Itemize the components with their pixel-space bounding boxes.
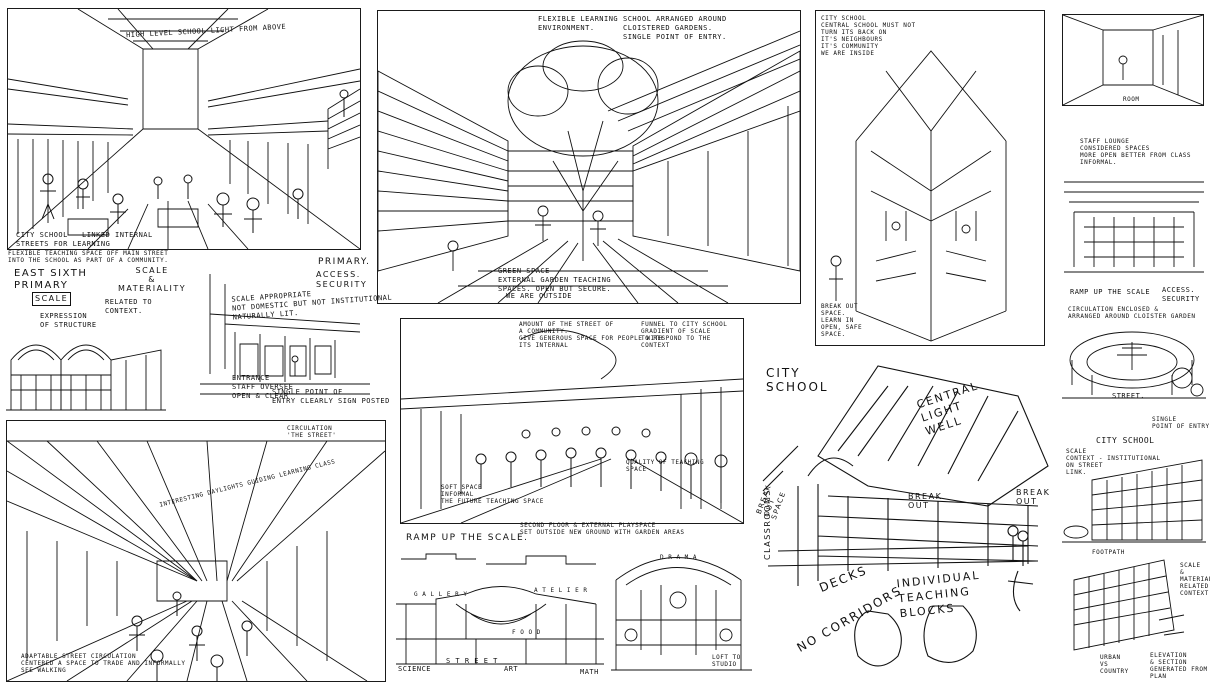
elevation-urban: URBAN Vs COUNTRY <box>1100 654 1129 675</box>
elevation-section: ELEVATION & SECTION GENERATED FROM PLAN <box>1150 652 1208 680</box>
staff-room-note-mid: STAFF LOUNGE CONSIDERED SPACES MORE OPEN… <box>1080 138 1192 166</box>
staff-lounge-drawing <box>1064 172 1204 282</box>
city-school-break-b: BREAK OUT <box>1016 488 1051 506</box>
sections-room-b: A T E L I E R <box>534 587 588 594</box>
social-hall-caption-bottom: SECOND FLOOR & EXTERNAL PLAYSPACE SET OU… <box>520 522 685 536</box>
east-sixth-context-label: RELATED TO CONTEXT. <box>105 298 153 315</box>
east-sixth-title: EAST SIXTH PRIMARY <box>14 268 88 291</box>
circulation-street-sketch-panel: CIRCULATION 'THE STREET' INTERESTING DAY… <box>6 420 386 682</box>
drama-section-sketch <box>606 540 752 680</box>
social-hall-note-mid: SOFT SPACE INFORMAL THE FUTURE TEACHING … <box>441 484 544 505</box>
sections-strip-sketch <box>396 544 604 680</box>
elevation-street-sketch <box>1062 450 1206 550</box>
atrium-sketch-panel: HIGH LEVEL SCHOOL LIGHT FROM ABOVE CITY … <box>7 8 361 250</box>
elevation-street-drawing <box>1062 450 1206 550</box>
cloister-ramp-label: RAMP UP THE SCALE <box>1070 288 1151 296</box>
east-sixth-primary-label: PRIMARY. <box>318 257 371 267</box>
circulation-caption-bottom: ADAPTABLE STREET CIRCULATION CENTERED A … <box>21 653 186 674</box>
sections-art: ART <box>504 665 519 673</box>
drama-section-drawing <box>606 540 752 680</box>
courtyard-note-middle: GREEN SPACE EXTERNAL GARDEN TEACHING SPA… <box>498 267 612 293</box>
cloister-street-label: STREET. <box>1112 392 1146 400</box>
east-sixth-arch-sketch <box>6 320 166 412</box>
light-well-drawing <box>816 11 1044 345</box>
sections-room-a: G A L L E R Y <box>414 591 468 598</box>
cloister-access-label: ACCESS. SECURITY <box>1162 286 1200 303</box>
courtyard-note-bottom: WE ARE OUTSIDE <box>506 292 573 300</box>
staff-lounge-sketch <box>1064 172 1204 282</box>
sections-loft: LOFT TO STUDIO <box>712 654 741 668</box>
courtyard-drawing <box>378 11 800 303</box>
east-sixth-entrance-drawing <box>200 264 370 414</box>
city-school-drawing <box>758 356 1058 682</box>
elevation-footpath: FOOTPATH <box>1092 549 1125 556</box>
light-well-note-top: CITY SCHOOL CENTRAL SCHOOL MUST NOT TURN… <box>821 15 916 50</box>
staff-room-sketch-panel: ROOM <box>1062 14 1204 106</box>
elevation-scale-b: SCALE & MATERIALITY RELATED TO CONTEXT <box>1180 562 1210 597</box>
courtyard-note-top-b: SCHOOL ARRANGED AROUND CLOISTERED GARDEN… <box>623 15 727 41</box>
east-sixth-expression-label: EXPRESSION OF STRUCTURE <box>40 312 97 329</box>
staff-room-note-top: ROOM <box>1123 96 1140 103</box>
city-school-break-a: BREAK OUT <box>908 492 943 510</box>
light-well-note-bottom: BREAK OUT SPACE. LEARN IN OPEN, SAFE SPA… <box>821 303 863 338</box>
east-sixth-access-label: ACCESS. SECURITY <box>316 270 368 289</box>
social-hall-note-top-a: AMOUNT OF THE STREET OF A COMMUNITY. GIV… <box>519 321 663 349</box>
sections-street: S T R E E T <box>446 657 498 665</box>
sections-ramp-label: RAMP UP THE SCALE. <box>406 533 529 543</box>
elevation-title: CITY SCHOOL <box>1096 436 1155 445</box>
staff-room-drawing <box>1063 15 1203 105</box>
social-hall-note-right: QUALITY OF TEACHING SPACE <box>626 459 705 473</box>
city-school-sketch <box>758 356 1058 682</box>
circulation-street-drawing <box>7 421 385 681</box>
cloister-garden-drawing <box>1062 320 1206 410</box>
east-sixth-entrance-sketch <box>200 264 370 414</box>
cloister-garden-sketch <box>1062 320 1206 410</box>
light-well-sketch-panel: CITY SCHOOL CENTRAL SCHOOL MUST NOT TURN… <box>815 10 1045 346</box>
social-hall-drawing <box>401 319 743 523</box>
sections-food: F O O D <box>512 629 541 636</box>
elevation-scale: SCALE CONTEXT - INSTITUTIONAL ON STREET … <box>1066 448 1161 476</box>
east-sixth-entrance-label: ENTRANCE STAFF OVERSEE OPEN & CLEAR <box>232 374 294 400</box>
atrium-caption-below: FLEXIBLE TEACHING SPACE OFF MAIN STREET … <box>8 250 169 264</box>
east-sixth-scale-label: SCALE & MATERIALITY <box>118 266 187 293</box>
elevation-urban-drawing <box>1074 560 1184 656</box>
sections-drama: D R A M A <box>660 554 698 561</box>
east-sixth-boxed: SCALE <box>32 292 72 306</box>
social-hall-note-top-b: FUNNEL TO CITY SCHOOL GRADIENT OF SCALE … <box>641 321 728 349</box>
sections-strip-drawing <box>396 544 604 680</box>
courtyard-note-top-a: FLEXIBLE LEARNING ENVIRONMENT. <box>538 15 619 32</box>
elevation-urban-sketch <box>1074 560 1184 656</box>
light-well-note-small: WE ARE INSIDE <box>821 50 875 57</box>
courtyard-sketch-panel: FLEXIBLE LEARNING ENVIRONMENT. SCHOOL AR… <box>377 10 801 304</box>
city-school-individual: INDIVIDUAL TEACHING BLOCKS <box>895 568 982 621</box>
circulation-caption-top: CIRCULATION 'THE STREET' <box>287 425 337 439</box>
cloister-entry-label: SINGLE POINT OF ENTRY <box>1152 416 1210 430</box>
cloister-circulation-label: CIRCULATION ENCLOSED & ARRANGED AROUND C… <box>1068 306 1196 320</box>
city-school-title: CITY SCHOOL <box>766 366 829 394</box>
atrium-note-bottom: CITY SCHOOL — LINKED INTERNAL STREETS FO… <box>16 231 153 248</box>
east-sixth-single-point: SINGLE POINT OF ENTRY CLEARLY SIGN POSTE… <box>272 388 390 405</box>
sections-math: MATH <box>580 668 599 676</box>
atrium-drawing <box>8 9 360 249</box>
social-hall-sketch-panel: AMOUNT OF THE STREET OF A COMMUNITY. GIV… <box>400 318 744 524</box>
sections-science: SCIENCE <box>398 665 432 673</box>
east-sixth-arch-drawing <box>6 320 166 412</box>
